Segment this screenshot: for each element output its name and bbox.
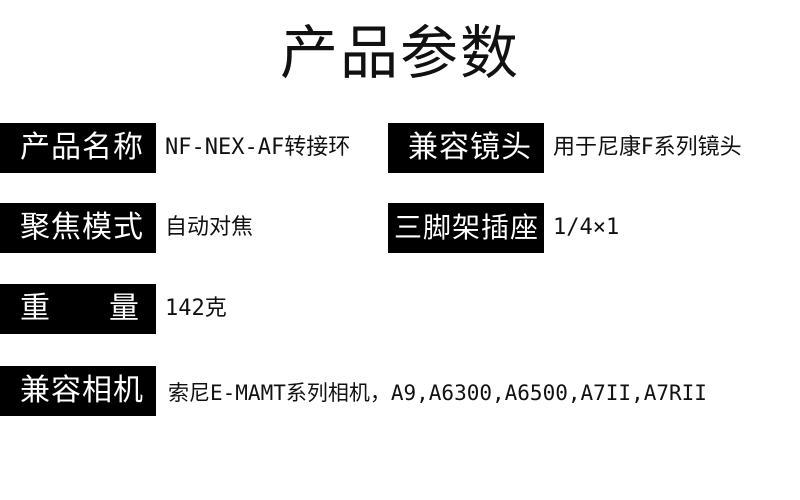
label-product-name: 产品名称 <box>0 123 156 173</box>
label-text: 三脚架插座 <box>394 211 540 244</box>
page-title: 产品参数 <box>279 19 520 87</box>
label-focus-mode: 聚焦模式 <box>0 203 156 253</box>
value-focus-mode: 自动对焦 <box>165 215 254 240</box>
label-text-part: 重 <box>20 291 51 326</box>
label-text: 兼容相机 <box>20 373 144 408</box>
label-weight: 重 量 <box>0 284 156 334</box>
label-compatible-camera: 兼容相机 <box>0 366 156 416</box>
value-product-name: NF-NEX-AF转接环 <box>165 135 351 160</box>
label-text: 产品名称 <box>20 130 144 165</box>
label-text: 聚焦模式 <box>20 210 144 245</box>
value-compatible-lens: 用于尼康F系列镜头 <box>553 135 742 160</box>
value-weight: 142克 <box>165 296 227 321</box>
value-tripod-socket: 1/4×1 <box>553 215 620 240</box>
label-tripod-socket: 三脚架插座 <box>388 203 544 253</box>
label-compatible-lens: 兼容镜头 <box>388 123 544 173</box>
label-text: 兼容镜头 <box>408 130 532 165</box>
value-compatible-camera: 索尼E-MAMT系列相机，A9,A6300,A6500,A7II,A7RII <box>168 381 707 405</box>
label-text-part: 量 <box>109 291 140 326</box>
